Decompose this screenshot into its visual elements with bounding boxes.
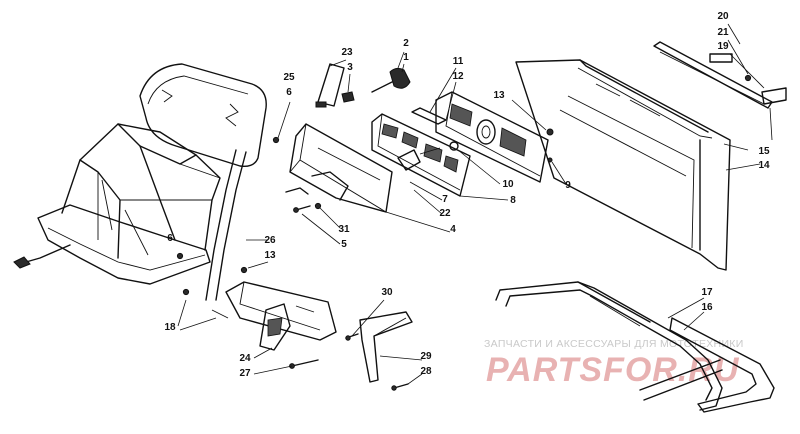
part-number-label: 1 bbox=[403, 52, 409, 63]
part-number-label: 2 bbox=[403, 38, 409, 49]
part-number-label: 21 bbox=[717, 27, 729, 38]
part-number-label: 31 bbox=[338, 224, 350, 235]
bracket-mount bbox=[285, 123, 451, 233]
part-number-label: 22 bbox=[439, 208, 451, 219]
part-number-label: 16 bbox=[701, 302, 713, 313]
taillight-housing bbox=[371, 67, 509, 215]
license-plate-bracket bbox=[515, 59, 761, 271]
part-number-label: 19 bbox=[717, 41, 729, 52]
license-plate-strip bbox=[653, 23, 787, 141]
part-number-label: 28 bbox=[420, 366, 432, 377]
part-number-label: 14 bbox=[758, 160, 770, 171]
part-number-label: 10 bbox=[502, 179, 514, 190]
part-number-label: 13 bbox=[264, 250, 276, 261]
part-number-label: 27 bbox=[239, 368, 251, 379]
part-number-label: 26 bbox=[264, 235, 276, 246]
part-number-label: 6 bbox=[286, 87, 292, 98]
part-number-label: 7 bbox=[442, 194, 448, 205]
part-number-label: 6 bbox=[167, 233, 173, 244]
mounting-screws bbox=[240, 202, 341, 274]
part-number-label: 9 bbox=[565, 180, 571, 191]
part-number-label: 25 bbox=[283, 72, 295, 83]
part-number-label: 20 bbox=[717, 11, 729, 22]
part-number-label: 15 bbox=[758, 146, 770, 157]
support-tube bbox=[177, 149, 247, 331]
part-number-label: 11 bbox=[453, 56, 464, 67]
backrest-pad bbox=[139, 63, 291, 168]
part-number-label: 18 bbox=[164, 322, 176, 333]
part-number-label: 29 bbox=[420, 351, 432, 362]
clamp-bracket bbox=[345, 299, 423, 391]
lower-bracket bbox=[225, 281, 337, 375]
part-number-label: 4 bbox=[450, 224, 456, 235]
part-number-label: 5 bbox=[341, 239, 347, 250]
part-number-label: 23 bbox=[341, 47, 353, 58]
part-number-label: 12 bbox=[452, 71, 464, 82]
part-number-label: 24 bbox=[239, 353, 251, 364]
clip-23 bbox=[315, 59, 355, 108]
part-number-label: 17 bbox=[701, 287, 713, 298]
wing-nut bbox=[371, 51, 411, 93]
taillight-lens-panel bbox=[435, 91, 567, 185]
rear-cowl-assembly bbox=[13, 123, 221, 285]
watermark-caption: ЗАПЧАСТИ И АКСЕССУАРЫ ДЛЯ МОТОТЕХНИКИ bbox=[484, 338, 744, 350]
part-number-label: 3 bbox=[347, 62, 353, 73]
part-number-label: 8 bbox=[510, 195, 516, 206]
grab-rail bbox=[495, 281, 775, 413]
part-number-label: 30 bbox=[381, 287, 393, 298]
watermark-logo: PARTSFOR.RU bbox=[486, 351, 740, 389]
part-number-label: 13 bbox=[493, 90, 505, 101]
